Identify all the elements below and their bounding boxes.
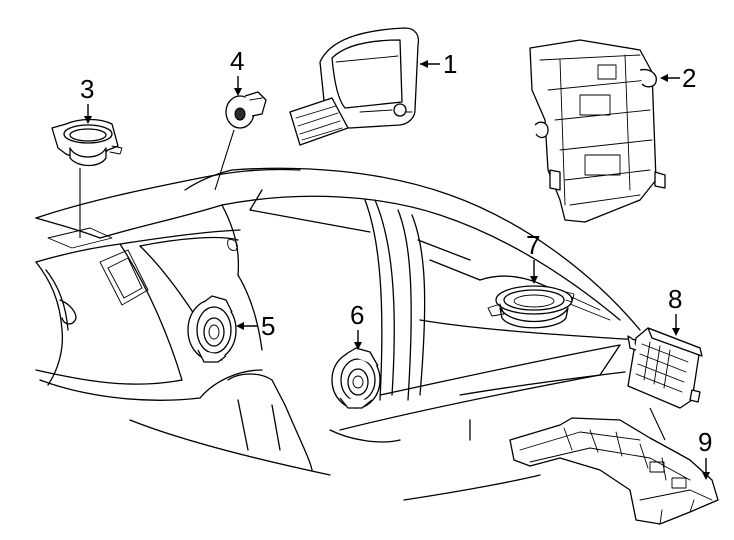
callout-4: 4	[230, 46, 244, 76]
part-1-radio-display	[289, 27, 420, 146]
part-4-tweeter	[214, 91, 267, 191]
callout-5: 5	[261, 311, 275, 341]
callout-7: 7	[526, 230, 540, 260]
callout-labels: 1 2 3 4 5 6 7 8 9	[80, 46, 712, 457]
callout-3: 3	[80, 74, 94, 104]
callout-6: 6	[350, 300, 364, 330]
callout-arrows	[84, 60, 710, 480]
part-5-front-door-speaker	[187, 295, 237, 363]
callout-1: 1	[443, 49, 457, 79]
callout-2: 2	[682, 63, 696, 93]
part-3-dash-speaker	[51, 118, 123, 238]
part-9-module-bracket	[509, 417, 719, 525]
callout-8: 8	[668, 284, 682, 314]
part-8-amplifier-module	[627, 327, 703, 441]
callout-9: 9	[698, 427, 712, 457]
part-2-radio-bracket	[529, 39, 666, 223]
part-7-rear-shelf-speaker	[487, 285, 575, 329]
part-6-rear-door-speaker	[331, 347, 381, 409]
